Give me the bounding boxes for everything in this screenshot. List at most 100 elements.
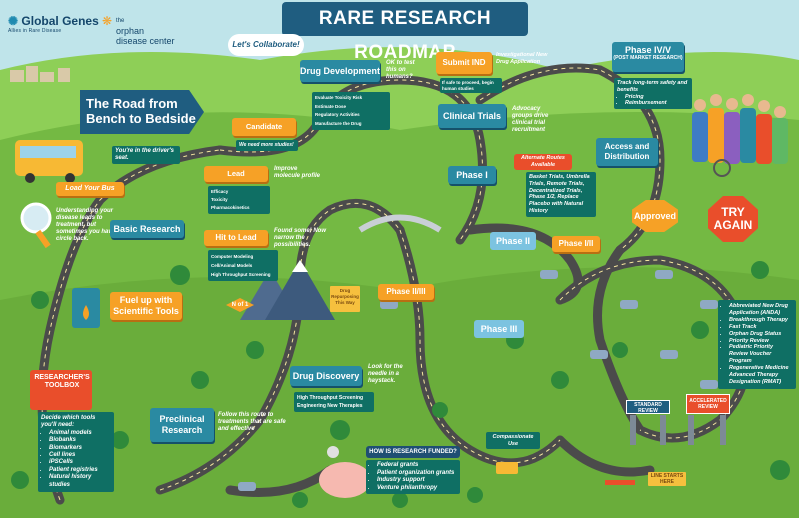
list-item: Patient registries	[49, 467, 111, 474]
drug-repurposing-sign: Drug Repurposing This Way	[330, 286, 360, 312]
alternate-routes-sign: Alternate Routes Available	[514, 154, 572, 170]
try-again-sign[interactable]: TRY AGAIN	[708, 196, 758, 242]
list-item: Biobanks	[49, 437, 111, 444]
submit-ind-sub: If safe to proceed, begin human studies	[440, 78, 502, 93]
list-item: Fast Track	[729, 324, 793, 331]
list-item: High Throughput Screening	[211, 272, 271, 277]
clinical-trials-sign[interactable]: Clinical Trials	[438, 104, 506, 128]
drug-development-note: OK to test this on humans?	[386, 60, 415, 80]
list-item: Efficacy	[211, 189, 229, 194]
preclinical-note: Follow this route to treatments that are…	[218, 412, 286, 432]
list-item: Venture philanthropy	[377, 485, 457, 493]
drug-discovery-sign[interactable]: Drug Discovery	[290, 366, 362, 386]
list-item: Regenerative Medicine Advanced Therapy D…	[729, 365, 793, 386]
compassionate-use-note: Compassionate Use	[486, 432, 540, 449]
lead-optimization-items: Efficacy Toxicity Pharmacokinetics	[208, 186, 270, 214]
list-item: Cell/Animal Models	[211, 263, 253, 268]
list-item: Cell lines	[49, 452, 111, 459]
road-sign: The Road from Bench to Bedside	[80, 90, 204, 134]
pathways-card: Abbreviated New Drug Application (ANDA) …	[718, 300, 796, 389]
lead-optimization-note: Improve molecule profile	[274, 166, 321, 179]
drug-development-sign[interactable]: Drug Development	[300, 60, 380, 82]
phase-1-sign[interactable]: Phase I	[448, 166, 496, 184]
list-item: Pharmacokinetics	[211, 205, 250, 210]
list-item: Patient organization grants	[377, 470, 457, 478]
post-market-note: Track long-term safety and benefits	[617, 80, 688, 93]
basic-research-sign[interactable]: Basic Research	[110, 220, 184, 238]
list-item: Priority Review	[729, 338, 793, 345]
need-more-studies-note: We need more studies!	[236, 140, 298, 151]
fuel-up-sign[interactable]: Fuel up with Scientific Tools	[110, 292, 182, 320]
access-distribution-sign[interactable]: Access and Distribution	[596, 138, 658, 166]
orphan-line2: disease center	[116, 36, 175, 46]
approved-sign: Approved	[632, 200, 678, 232]
list-item: Industry support	[377, 477, 457, 485]
n-of-1-sign: N of 1	[226, 298, 254, 312]
hit-to-lead-note: Found some! Now narrow the possibilities…	[274, 228, 326, 248]
alternate-routes-text: Basket Trials, Umbrella Trials, Remote T…	[526, 172, 596, 217]
funding-list: Federal grants Patient organization gran…	[369, 462, 457, 492]
lead-optimization-sign[interactable]: Lead Optimization	[204, 166, 268, 194]
toolbox-card: Decide which tools you'll need: Animal m…	[38, 412, 114, 493]
global-genes-tagline: Allies in Rare Disease	[8, 28, 62, 34]
drug-development-items: Evaluate Toxicity Risk Estimate Dose Reg…	[312, 92, 390, 130]
list-item: Biomarkers	[49, 445, 111, 452]
drivers-seat-note: You're in the driver's seat.	[112, 146, 180, 164]
list-item: Manufacture the Drug	[315, 120, 362, 126]
list-item: Animal models	[49, 430, 111, 437]
global-genes-logo: ✺ Global Genes Allies in Rare Disease	[8, 14, 99, 34]
list-item: iPSCells	[49, 459, 111, 466]
list-item: Breakthrough Therapy	[729, 317, 793, 324]
pathways-list: Abbreviated New Drug Application (ANDA) …	[721, 303, 793, 386]
list-item: Abbreviated New Drug Application (ANDA)	[729, 303, 793, 317]
hit-to-lead-items: Computer Modeling Cell/Animal Models Hig…	[208, 250, 278, 281]
toolbox-label: RESEARCHER'S TOOLBOX	[34, 374, 90, 389]
orphan-line1: orphan	[116, 26, 145, 36]
drug-discovery-items: High Throughput Screening Engineering Ne…	[294, 392, 374, 412]
list-item: Estimate Dose	[315, 103, 347, 109]
list-item: High Throughput Screening	[297, 395, 364, 401]
load-bus-button[interactable]: Load Your Bus	[56, 182, 124, 196]
phase-2-3-sign[interactable]: Phase II/III	[378, 284, 434, 300]
post-market-card: Track long-term safety and benefits Pric…	[614, 78, 692, 110]
list-item: Evaluate Toxicity Risk	[315, 95, 363, 100]
orphan-the: the	[116, 18, 125, 24]
submit-ind-note: Investigational New Drug Application	[496, 52, 548, 65]
post-market-list: Pricing Reimbursement	[617, 94, 689, 108]
global-genes-name: Global Genes	[21, 14, 99, 28]
list-item: Toxicity	[211, 197, 228, 202]
toolbox-list: Animal models Biobanks Biomarkers Cell l…	[41, 430, 111, 489]
funding-header: HOW IS RESEARCH FUNDED?	[366, 446, 460, 458]
submit-ind-sign[interactable]: Submit IND	[436, 52, 492, 74]
orphan-dots-icon: ❋	[102, 14, 113, 28]
list-item: Pricing	[625, 94, 689, 101]
phase-2-sign[interactable]: Phase II	[490, 232, 536, 250]
understanding-note: Understanding your disease leads to trea…	[56, 208, 123, 242]
clinical-trials-note: Advocacy groups drive clinical trial rec…	[512, 106, 549, 133]
standard-review-sign: STANDARD REVIEW	[626, 400, 670, 414]
list-item: Engineering New Therapies	[297, 403, 363, 409]
phase-3-sign[interactable]: Phase III	[474, 320, 524, 338]
candidate-selected-sign[interactable]: Candidate Selected	[232, 118, 296, 149]
list-item: Reimbursement	[625, 100, 689, 107]
list-item: Federal grants	[377, 462, 457, 470]
phase-4-5-sub: (POST MARKET RESEARCH)	[613, 55, 683, 61]
preclinical-sign[interactable]: Preclinical Research	[150, 408, 214, 442]
orphan-disease-center-logo: ❋ the orphan disease center	[102, 14, 175, 46]
page-title: RARE RESEARCH ROADMAP	[282, 2, 528, 63]
list-item: Regulatory Activities	[315, 112, 360, 117]
list-item: Computer Modeling	[211, 254, 254, 259]
hit-to-lead-sign[interactable]: Hit to Lead	[204, 230, 268, 246]
list-item: Pediatric Priority Review Voucher Progra…	[729, 344, 793, 365]
funding-card: Federal grants Patient organization gran…	[366, 460, 460, 494]
drug-discovery-note: Look for the needle in a haystack.	[368, 364, 403, 384]
accelerated-review-sign: ACCELERATED REVIEW	[686, 394, 730, 414]
phase-1-2-sign[interactable]: Phase I/II	[552, 236, 600, 252]
phase-4-5-sign[interactable]: Phase IV/V (POST MARKET RESEARCH)	[612, 42, 684, 72]
collaborate-cloud: Let's Collaborate!	[228, 34, 304, 56]
phase-4-5-label: Phase IV/V	[624, 45, 672, 55]
list-item: Natural history studies	[49, 474, 111, 489]
toolbox-intro: Decide which tools you'll need:	[41, 415, 96, 429]
logo-star-icon: ✺	[8, 14, 19, 28]
